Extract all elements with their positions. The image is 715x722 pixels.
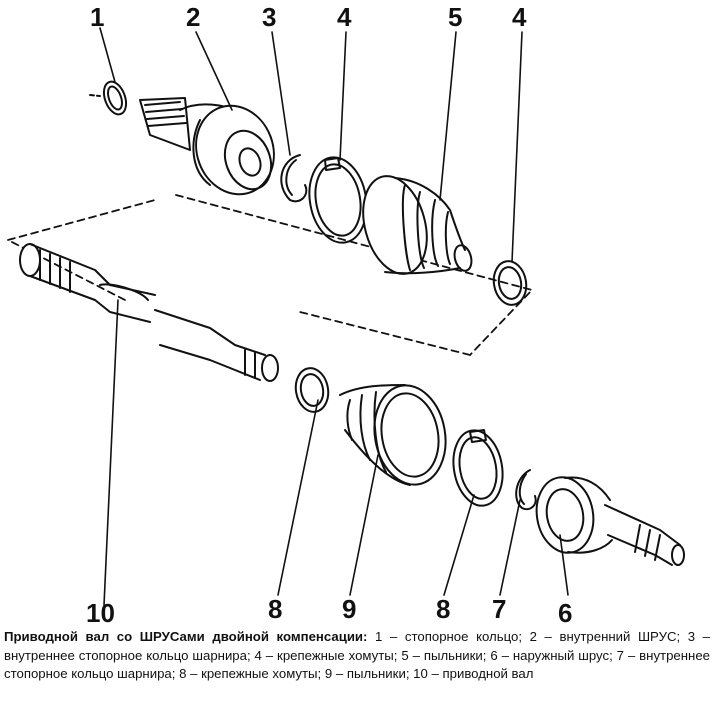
drive-shaft-10 [19,243,279,382]
boot-5 [362,175,473,275]
label-2: 2 [186,2,200,32]
clamp-8-right [452,429,504,507]
clamp-4-left [308,156,368,244]
inner-stop-ring-7 [515,469,537,511]
figure-caption: Приводной вал со ШРУСами двойной компенс… [4,628,710,684]
leader-lines [99,27,569,606]
outer-cv-joint-6 [535,476,685,566]
label-3: 3 [262,2,276,32]
clamp-4-right [492,260,528,306]
label-1: 1 [90,2,104,32]
drive-shaft-exploded-diagram: 1 2 3 4 5 4 10 8 9 8 7 6 [7,2,685,625]
caption-body: 1 – стопорное кольцо; 2 – внутренний ШРУ… [4,629,710,681]
label-8-right: 8 [436,594,450,624]
label-4-left: 4 [337,2,352,32]
label-5: 5 [448,2,462,32]
label-4-right: 4 [512,2,527,32]
stop-ring-1 [89,80,128,116]
label-7: 7 [492,594,506,624]
label-6: 6 [558,598,572,625]
top-labels: 1 2 3 4 5 4 [90,2,527,32]
caption-title: Приводной вал со ШРУСами двойной компенс… [4,629,368,644]
bottom-labels: 10 8 9 8 7 6 [86,594,572,625]
dashed-enclosure [7,194,533,356]
clamp-8-left [294,367,330,413]
inner-cv-joint-2 [139,97,275,196]
boot-9 [339,384,447,486]
label-9: 9 [342,594,356,624]
inner-stop-ring-3 [280,154,308,203]
label-10: 10 [86,598,115,625]
label-8-left: 8 [268,594,282,624]
